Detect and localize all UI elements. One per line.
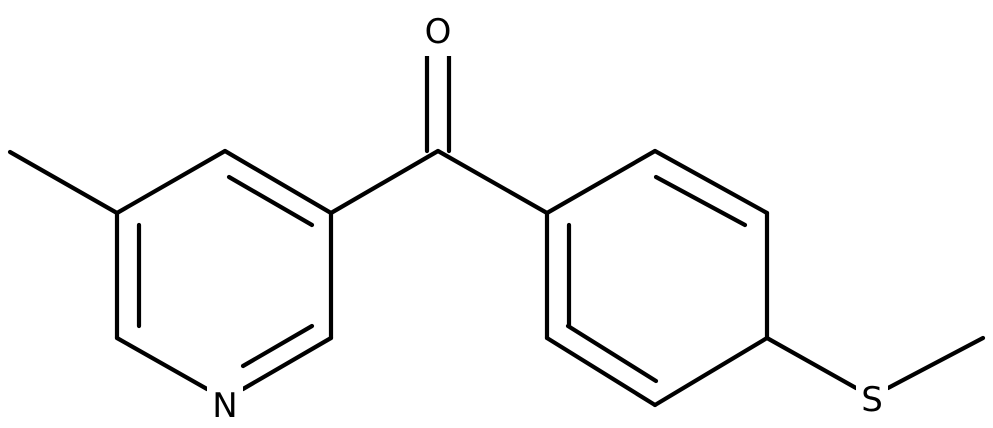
sulfur-atom: S — [856, 378, 888, 422]
bond-py-c2-n — [240, 335, 334, 392]
bond-methyl-pyridine — [7, 149, 120, 216]
bond-carbonyl-benzene — [435, 148, 550, 216]
bond-s-methyl — [885, 335, 986, 391]
atom-labels: O N S — [207, 12, 888, 426]
bond-pyridine-carbonyl — [328, 148, 441, 216]
bond-bz-c5-c6-inner — [565, 323, 659, 384]
oxygen-label: O — [425, 12, 452, 52]
bond-benzene-s — [764, 335, 859, 391]
bond-bz-c2-c3 — [652, 148, 770, 216]
bond-py-c5-c4 — [114, 148, 228, 216]
nitrogen-atom: N — [207, 384, 243, 426]
bond-py-n-c6 — [114, 335, 210, 392]
bond-py-c4-c3 — [222, 148, 334, 216]
bonds — [7, 53, 986, 408]
bond-bz-c1-c2 — [544, 148, 658, 216]
bond-bz-c4-c5 — [652, 335, 770, 408]
bond-bz-c5-c6 — [544, 335, 658, 408]
bond-py-c4-c3-inner — [226, 174, 315, 228]
bond-bz-c2-c3-inner — [653, 174, 748, 228]
bond-py-c2-n-inner — [240, 323, 315, 369]
oxygen-atom: O — [420, 12, 456, 56]
sulfur-label: S — [861, 380, 883, 420]
nitrogen-label: N — [212, 386, 237, 426]
